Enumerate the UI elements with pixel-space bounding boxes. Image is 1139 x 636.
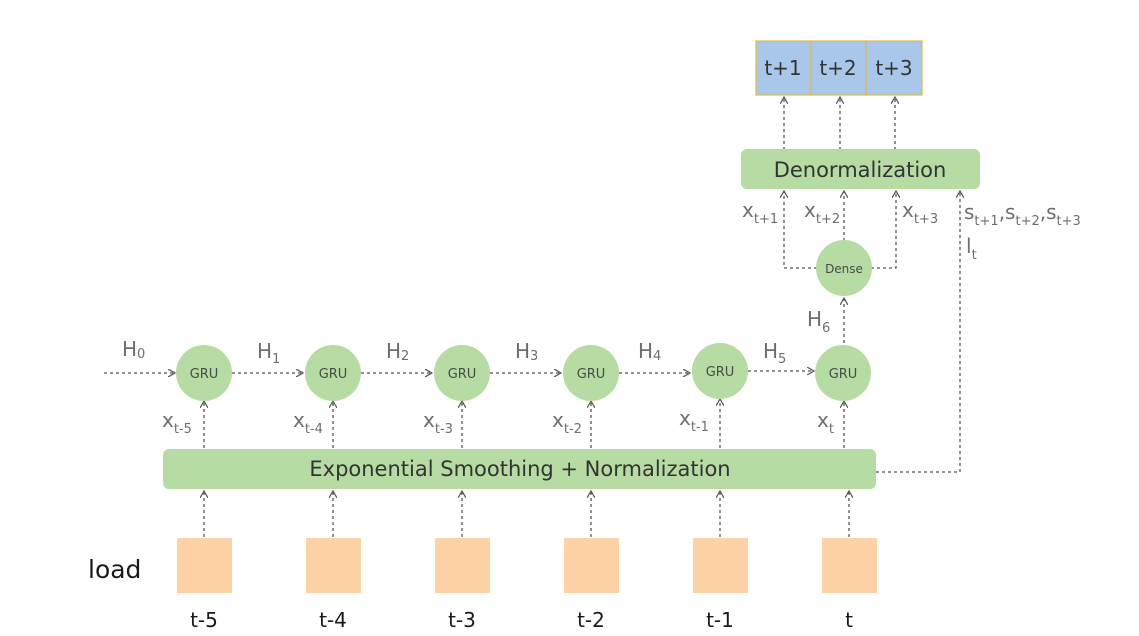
gru-node: GRU (176, 345, 232, 401)
output-box (865, 40, 923, 96)
hidden-state-label: H2 (386, 339, 409, 364)
hidden-state-label: H5 (763, 339, 786, 367)
gru-label: GRU (190, 367, 219, 382)
dense-node: Dense (816, 240, 872, 296)
smoothing-bar: Exponential Smoothing + Normalization (163, 449, 876, 489)
arrow-params-to-denorm (876, 191, 960, 473)
seasonal-params-label: st+1,st+2,st+3 (964, 200, 1081, 229)
gru-label: GRU (829, 367, 858, 382)
load-box (306, 538, 361, 593)
hidden-state-labels: H0 H1 H2 H3 H4 H5 H6 (122, 307, 830, 367)
load-box (564, 538, 619, 593)
output-x-label: xt+2 (804, 198, 840, 227)
output-box (755, 40, 812, 96)
output-box-label: t+3 (875, 56, 912, 80)
hidden-state-label: H4 (638, 339, 661, 364)
time-step-label: t-4 (319, 608, 347, 632)
hidden-state-label: H1 (257, 339, 280, 367)
gru-node: GRU (563, 345, 619, 401)
denormalization-bar: Denormalization (741, 149, 980, 189)
output-box (810, 40, 867, 96)
gru-node: GRU (692, 343, 748, 399)
input-x-labels: xt-5 xt-4 xt-3 xt-2 xt-1 xt (162, 406, 834, 437)
output-boxes: t+1 t+2 t+3 (755, 40, 923, 96)
output-x-label: xt+1 (742, 198, 778, 227)
input-x-label: xt-4 (293, 408, 323, 437)
gru-node: GRU (815, 345, 871, 401)
load-box (177, 538, 232, 593)
output-x-labels: xt+1 xt+2 xt+3 (742, 198, 938, 227)
denormalization-bar-label: Denormalization (774, 158, 947, 182)
level-param-label: lt (966, 234, 977, 263)
series-label: load (88, 555, 141, 584)
gru-label: GRU (448, 367, 477, 382)
gru-label: GRU (319, 367, 348, 382)
time-step-label: t (845, 608, 853, 632)
load-boxes (177, 538, 877, 593)
connector-arrows (104, 97, 960, 537)
time-step-labels: t-5 t-4 t-3 t-2 t-1 t (190, 608, 853, 632)
gru-node: GRU (305, 345, 361, 401)
input-x-label: xt-2 (552, 408, 582, 437)
gru-label: GRU (577, 367, 606, 382)
load-box (435, 538, 490, 593)
arrow-dense-to-denorm-1 (784, 191, 817, 269)
input-x-label: xt-5 (162, 408, 192, 437)
smoothing-bar-label: Exponential Smoothing + Normalization (309, 457, 730, 481)
output-box-label: t+2 (819, 56, 856, 80)
load-box (822, 538, 877, 593)
time-step-label: t-5 (190, 608, 218, 632)
gru-node: GRU (434, 345, 490, 401)
hidden-state-label: H0 (122, 337, 145, 362)
gru-label: GRU (706, 365, 735, 380)
hidden-state-label: H6 (807, 307, 830, 336)
load-box (693, 538, 748, 593)
time-step-label: t-2 (577, 608, 605, 632)
output-box-label: t+1 (764, 56, 801, 80)
output-x-label: xt+3 (902, 198, 938, 227)
hidden-state-label: H3 (515, 339, 538, 364)
time-step-label: t-3 (448, 608, 476, 632)
input-x-label: xt-3 (423, 408, 453, 437)
input-x-label: xt (817, 408, 834, 437)
dense-label: Dense (825, 262, 863, 276)
input-x-label: xt-1 (679, 406, 709, 435)
arrow-dense-to-denorm-3 (871, 191, 896, 269)
time-step-label: t-1 (706, 608, 734, 632)
